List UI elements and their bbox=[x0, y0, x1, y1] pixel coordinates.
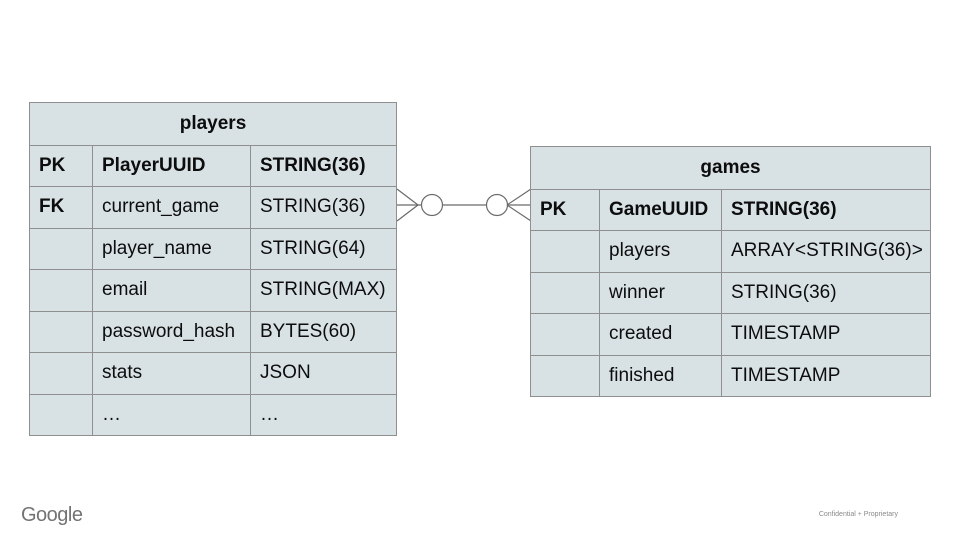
games-row-2-key bbox=[531, 271, 600, 313]
players-row-3-type: STRING(MAX) bbox=[251, 269, 396, 311]
games-row-3-name: created bbox=[600, 313, 722, 355]
games-row-4-name: finished bbox=[600, 354, 722, 396]
players-row-2-type: STRING(64) bbox=[251, 227, 396, 270]
games-row-2-name: winner bbox=[600, 271, 722, 313]
players-row-fk-type: STRING(36) bbox=[251, 186, 396, 228]
players-row-6-key bbox=[30, 393, 93, 435]
players-row-fk-key: FK bbox=[30, 186, 93, 228]
games-row-2-type: STRING(36) bbox=[722, 271, 930, 314]
games-row-4-key bbox=[531, 354, 600, 396]
many-to-many-connector bbox=[396, 188, 532, 222]
players-row-fk-name: current_game bbox=[93, 186, 251, 228]
games-row-3-key bbox=[531, 313, 600, 355]
crow-foot-icon-right bbox=[506, 188, 532, 222]
games-row-1-key bbox=[531, 230, 600, 272]
players-row-4-key bbox=[30, 310, 93, 352]
games-row-1-type: ARRAY<STRING(36)> bbox=[722, 230, 930, 272]
players-row-pk-key: PK bbox=[30, 144, 93, 186]
players-row-5-type: JSON bbox=[251, 352, 396, 394]
players-row-pk-name: PlayerUUID bbox=[93, 144, 251, 186]
confidential-note: Confidential + Proprietary bbox=[818, 511, 898, 518]
table-title-players: players bbox=[179, 112, 247, 134]
players-row-3-name: email bbox=[93, 269, 251, 311]
players-row-5-name: stats bbox=[93, 352, 251, 394]
players-row-6-name: … bbox=[93, 393, 251, 435]
games-row-1-name: players bbox=[600, 230, 722, 272]
players-row-4-name: password_hash bbox=[93, 310, 251, 352]
crow-foot-icon-left bbox=[396, 188, 419, 222]
players-row-4-type: BYTES(60) bbox=[251, 310, 396, 353]
entity-table-players: players PK PlayerUUID STRING(36) FK curr… bbox=[29, 102, 397, 436]
players-row-3-key bbox=[30, 269, 93, 311]
players-row-pk-type: STRING(36) bbox=[251, 144, 396, 187]
zero-circle-icon-left bbox=[420, 193, 444, 217]
games-row-pk-type: STRING(36) bbox=[722, 188, 930, 231]
games-row-3-type: TIMESTAMP bbox=[722, 313, 930, 355]
entity-table-games: games PK GameUUID STRING(36) players ARR… bbox=[530, 146, 931, 397]
zero-circle-icon-right bbox=[485, 193, 509, 217]
games-row-4-type: TIMESTAMP bbox=[722, 354, 930, 397]
players-row-2-key bbox=[30, 227, 93, 269]
google-logo: Google bbox=[21, 504, 83, 526]
players-row-5-key bbox=[30, 352, 93, 394]
games-row-pk-key: PK bbox=[531, 188, 600, 230]
games-row-pk-name: GameUUID bbox=[600, 188, 722, 230]
table-title-games: games bbox=[700, 156, 761, 178]
players-row-6-type: … bbox=[251, 393, 396, 436]
players-row-2-name: player_name bbox=[93, 227, 251, 269]
